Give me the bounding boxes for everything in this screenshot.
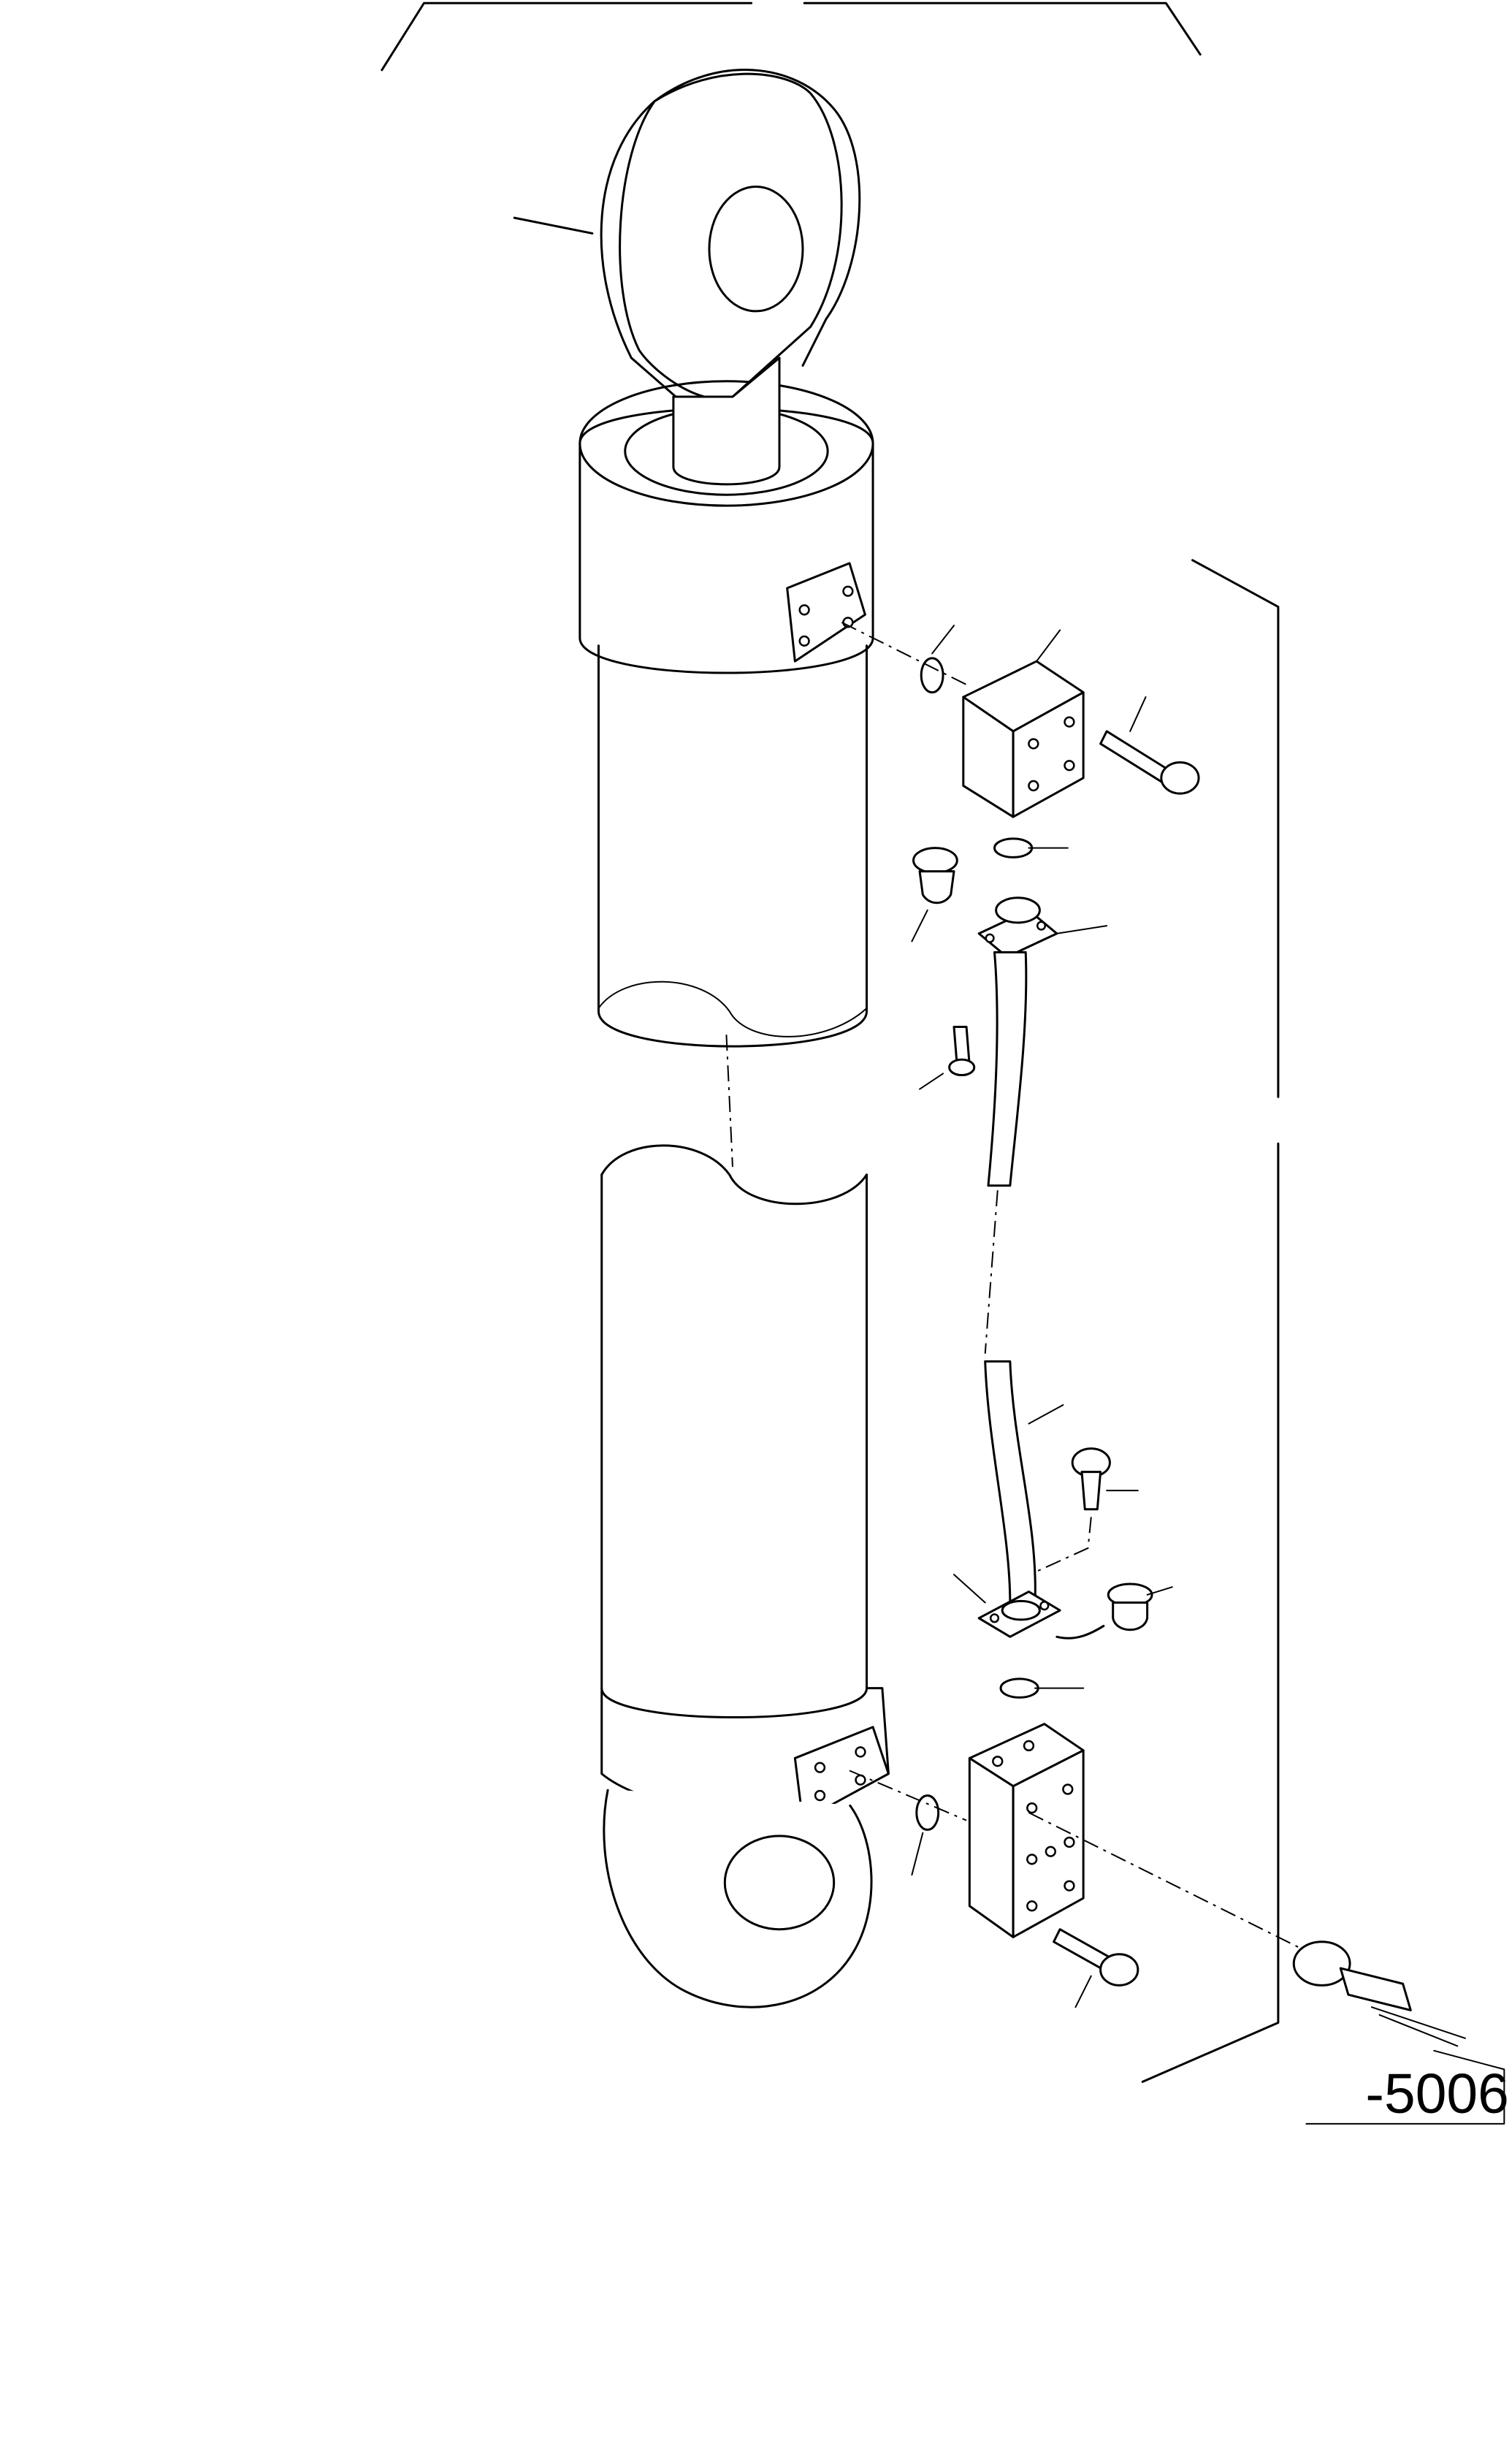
lower-pipe [985, 1361, 1064, 1602]
upper-pipe-flange [979, 898, 1107, 1186]
upper-plug [912, 848, 957, 942]
upper-pipe-screw [920, 1027, 974, 1089]
rod-eye [514, 70, 860, 413]
lower-plug [1108, 1584, 1172, 1630]
lower-alignment-line [849, 1770, 966, 1820]
lower-pipe-flange [954, 1574, 1104, 1638]
upper-o-ring [921, 625, 954, 693]
barrel-break-line [726, 1035, 733, 1167]
drawing-reference-number: -5006 [1365, 2063, 1508, 2125]
upper-bolt [1101, 697, 1199, 793]
lower-barrel [602, 1146, 867, 1688]
lower-bolt [1054, 1930, 1138, 2007]
upper-valve-block [963, 630, 1083, 817]
top-bracket [382, 3, 1200, 70]
cylinder-base [602, 1688, 889, 2008]
upper-alignment-line [841, 622, 966, 685]
middle-o-ring [995, 839, 1068, 858]
upper-barrel [598, 646, 866, 1046]
cylinder-head [580, 358, 873, 673]
lower-valve-block [969, 1724, 1083, 1938]
valve-group-bracket [1142, 560, 1504, 2124]
lower-pipe-bolt [1036, 1449, 1138, 1572]
lower-o-ring [1001, 1679, 1083, 1698]
lower-side-o-ring [912, 1796, 938, 1875]
hose-fitting [1028, 1813, 1465, 2046]
pipe-break-line [985, 1190, 998, 1354]
